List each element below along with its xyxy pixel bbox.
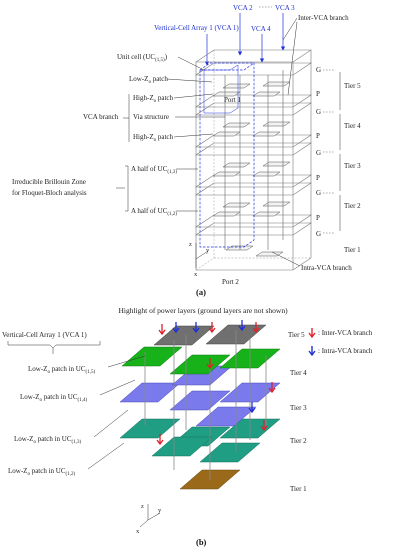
high-patch-label-1: High-Zo patch [133, 94, 174, 104]
tier5-label: Tier 5 [344, 82, 361, 90]
patch-label-15: Low-Zo patch in UC(1,5) [28, 365, 95, 375]
axes-a: z y x [189, 241, 210, 278]
caption-b: (b) [196, 537, 207, 547]
port2-label: Port 2 [222, 278, 239, 286]
tier2-label-b: Tier 2 [290, 437, 307, 445]
vca1-label-b: Vertical-Cell Array 1 (VCA 1) [2, 331, 87, 339]
vca1-label: Vertical-Cell Array 1 (VCA 1) [154, 24, 239, 32]
via-label: Via structure [133, 113, 169, 121]
vca3-label: VCA 3 [275, 4, 295, 12]
panel-b-title: Highlight of power layers (ground layers… [118, 306, 288, 315]
svg-text:G: G [316, 149, 321, 157]
tier1-label: Tier 1 [344, 246, 361, 254]
low-patch-label: Low-Zo patch [129, 75, 168, 85]
patch-label-12: Low-Zo patch in UC(1,2) [8, 467, 75, 477]
tier4-label: Tier 4 [344, 122, 361, 130]
svg-text:G: G [316, 108, 321, 116]
stack-structure [195, 49, 312, 271]
tier1-label-b: Tier 1 [290, 485, 307, 493]
svg-text:P: P [316, 174, 320, 182]
axes-b: z y x [136, 503, 162, 535]
port1-label: Port 1 [224, 96, 241, 104]
svg-text:P: P [316, 132, 320, 140]
unit-cell-label: Unit cell (UC(1,5)) [117, 53, 168, 63]
svg-text:y: y [158, 507, 162, 514]
vca-branch-label: VCA branch [83, 113, 119, 121]
caption-a: (a) [196, 287, 206, 297]
svg-text:P: P [316, 90, 320, 98]
high-patch-label-2: High-Zo patch [133, 133, 174, 143]
svg-text:z: z [189, 241, 192, 248]
half-uc12-label: A half of UC(1,2) [131, 207, 177, 217]
svg-text:y: y [206, 247, 210, 254]
legend-b: : Inter-VCA branch : Intra-VCA branch [308, 328, 373, 357]
svg-text:P: P [316, 214, 320, 222]
svg-text:x: x [194, 271, 198, 278]
tier2-label: Tier 2 [344, 202, 361, 210]
svg-text:G: G [316, 230, 321, 238]
svg-text:x: x [136, 528, 140, 535]
svg-text:G: G [316, 189, 321, 197]
legend-inter: : Inter-VCA branch [318, 329, 373, 337]
patch-label-13: Low-Zo patch in UC(1,3) [14, 435, 81, 445]
ibz-label-1: Irreducible Brillouin Zone [12, 178, 86, 186]
tier4-label-b: Tier 4 [290, 369, 307, 377]
ibz-label-2: for Floquet-Bloch analysis [12, 189, 87, 197]
inter-vca-label: Inter-VCA branch [298, 14, 349, 22]
svg-text:G: G [316, 66, 321, 74]
tier5-label-b: Tier 5 [288, 331, 305, 339]
panel-b: Highlight of power layers (ground layers… [2, 306, 373, 547]
vca2-label: VCA 2 [233, 4, 253, 12]
svg-text:z: z [141, 503, 144, 510]
panel-a: VCA 2 VCA 3 Vertical-Cell Array 1 (VCA 1… [12, 4, 361, 297]
tier-scale: G P G P G P G P G Tier 5 Tier 4 Tier 3 T… [316, 66, 361, 254]
tier3-label: Tier 3 [344, 162, 361, 170]
half-uc13-label: A half of UC(1,3) [131, 165, 177, 175]
legend-intra: : Intra-VCA branch [318, 347, 373, 355]
tier3-label-b: Tier 3 [290, 404, 307, 412]
vca4-label: VCA 4 [251, 25, 271, 33]
patch-label-14: Low-Zo patch in UC(1,4) [20, 393, 87, 403]
power-layers [119, 320, 281, 490]
intra-vca-label: Intra-VCA branch [301, 264, 352, 272]
